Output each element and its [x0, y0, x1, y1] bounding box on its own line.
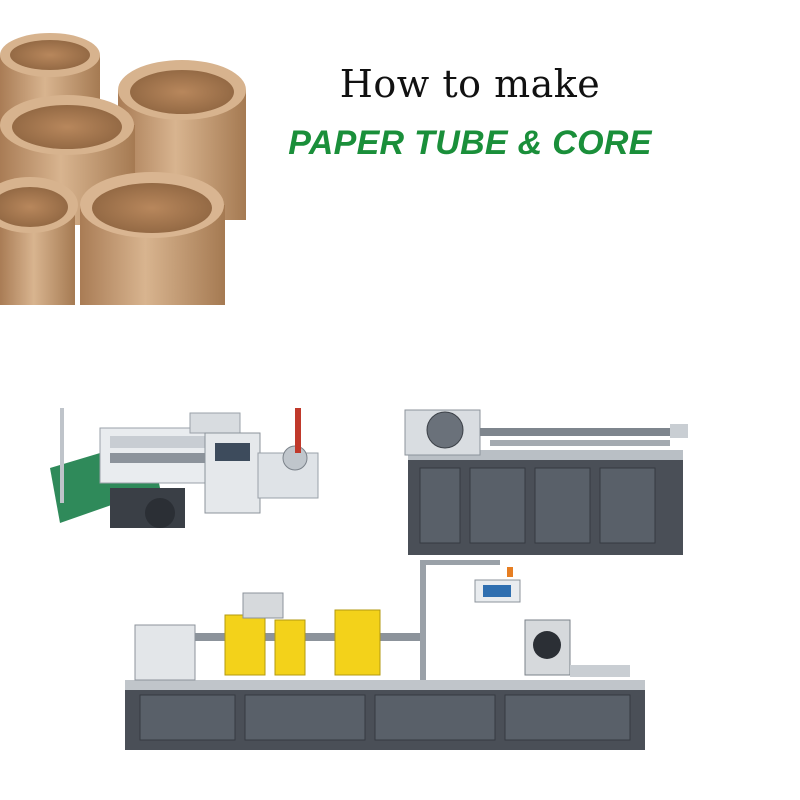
subheadline: PAPER TUBE & CORE [288, 124, 652, 162]
spiral-winding-machine-image [125, 560, 645, 750]
headline: How to make [339, 62, 601, 106]
tube-cutting-machine-image [404, 409, 688, 555]
slitting-machine-image [50, 408, 319, 528]
paper-tubes-image [0, 33, 246, 305]
